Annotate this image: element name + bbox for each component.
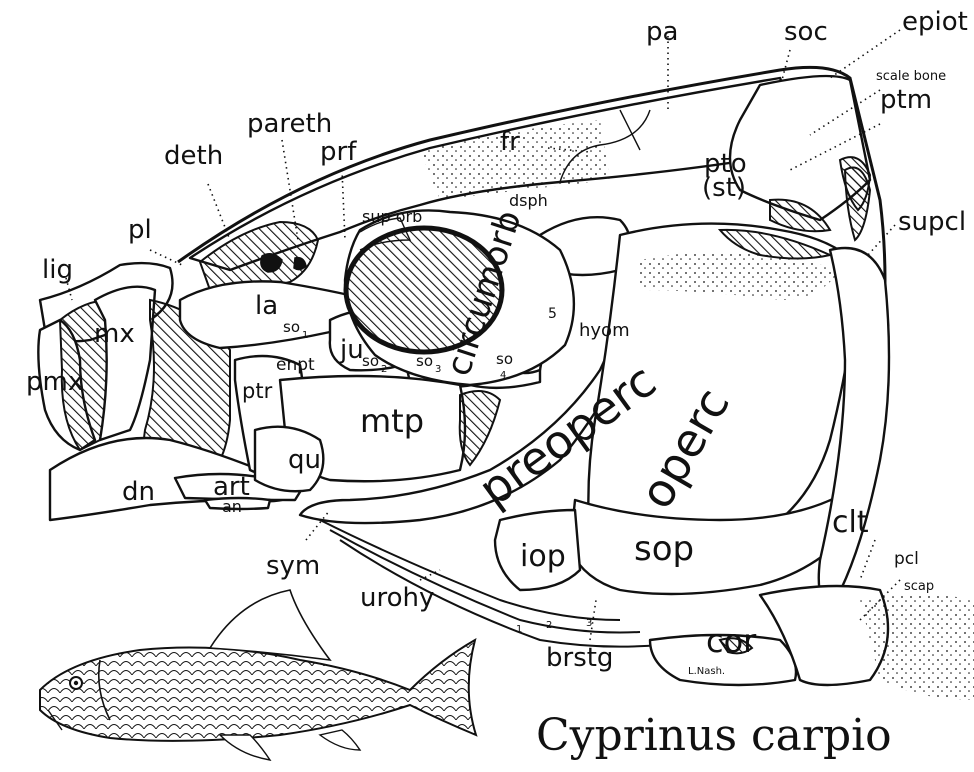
- label-so1-sub: 1: [302, 330, 308, 341]
- br-numeral-2: 2: [546, 620, 552, 631]
- label-cor: cor: [706, 622, 757, 660]
- label-qu: qu: [288, 445, 321, 475]
- label-pa: pa: [646, 17, 678, 47]
- label-iop: iop: [520, 539, 566, 574]
- label-clt: clt: [832, 505, 869, 540]
- label-la: la: [255, 291, 278, 321]
- label-lig: lig: [42, 255, 73, 285]
- signature: L.Nash.: [688, 666, 725, 677]
- label-sup-orb: sup orb: [362, 207, 422, 226]
- label-supcl: supcl: [898, 207, 966, 237]
- label-an: an: [222, 497, 242, 516]
- br-numeral-1: 1: [516, 624, 522, 635]
- label-so3: so: [416, 352, 433, 370]
- label-scap: scap: [904, 579, 934, 594]
- label-so2: so: [362, 352, 379, 370]
- label-prf: prf: [320, 137, 357, 167]
- label-so1: so: [283, 318, 300, 336]
- label-so4-sub: 4: [500, 370, 506, 381]
- label-pl: pl: [128, 215, 152, 245]
- label-soc: soc: [784, 17, 828, 47]
- label-ju: ju: [339, 335, 364, 365]
- label-pmx: pmx: [26, 367, 83, 397]
- label-so5: 5: [548, 306, 557, 322]
- figure-caption: Cyprinus carpio: [536, 710, 892, 761]
- label-ptr: ptr: [242, 379, 273, 403]
- label-ptm: ptm: [880, 85, 932, 115]
- label-sym: sym: [266, 551, 320, 581]
- label-so2-sub: 2: [381, 364, 387, 375]
- label-so4: so: [496, 350, 513, 368]
- label-sop: sop: [634, 529, 694, 569]
- label-so3-sub: 3: [435, 364, 441, 375]
- label-mx: mx: [94, 319, 135, 349]
- label-pareth: pareth: [247, 109, 332, 139]
- label-brstg: brstg: [546, 643, 613, 673]
- label-deth: deth: [164, 141, 223, 171]
- carp-figure: [40, 590, 476, 760]
- label-hyom: hyom: [579, 320, 630, 341]
- label-scale-bone: scale bone: [876, 69, 946, 84]
- label-mtp: mtp: [360, 402, 424, 440]
- label-dn: dn: [122, 477, 155, 507]
- label-dsph: dsph: [509, 191, 548, 210]
- label-enpt: enpt: [276, 355, 315, 375]
- label-st: (st): [702, 173, 746, 203]
- label-epiot: epiot: [902, 7, 968, 37]
- label-pcl: pcl: [894, 549, 919, 569]
- br-numeral-3: 3: [586, 618, 592, 629]
- label-fr: fr: [500, 127, 520, 157]
- label-urohy: urohy: [360, 583, 434, 613]
